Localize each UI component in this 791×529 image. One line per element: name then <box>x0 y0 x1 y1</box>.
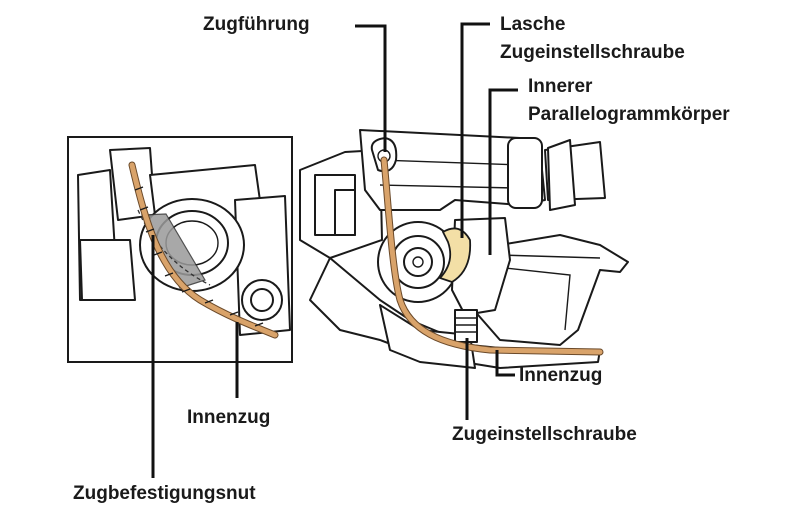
label-inner-cable-left: Innenzug <box>187 407 271 428</box>
label-adjust-tab-line1: Lasche <box>500 14 566 35</box>
detail-inset <box>67 136 293 363</box>
label-inner-cable-right: Innenzug <box>519 365 603 386</box>
label-inner-link-line2: Parallelogrammkörper <box>528 104 730 125</box>
derailleur-body <box>299 129 629 369</box>
label-adjust-bolt: Zugeinstellschraube <box>452 424 637 445</box>
label-fixing-groove: Zugbefestigungsnut <box>73 483 256 504</box>
label-adjust-tab-line2: Zugeinstellschraube <box>500 42 685 63</box>
label-inner-link-line1: Innerer <box>528 76 593 97</box>
main-inner-cable <box>380 156 604 356</box>
adjust-tab-highlight <box>438 227 472 283</box>
label-cable-guide: Zugführung <box>203 14 310 35</box>
leader-lines <box>151 22 518 478</box>
